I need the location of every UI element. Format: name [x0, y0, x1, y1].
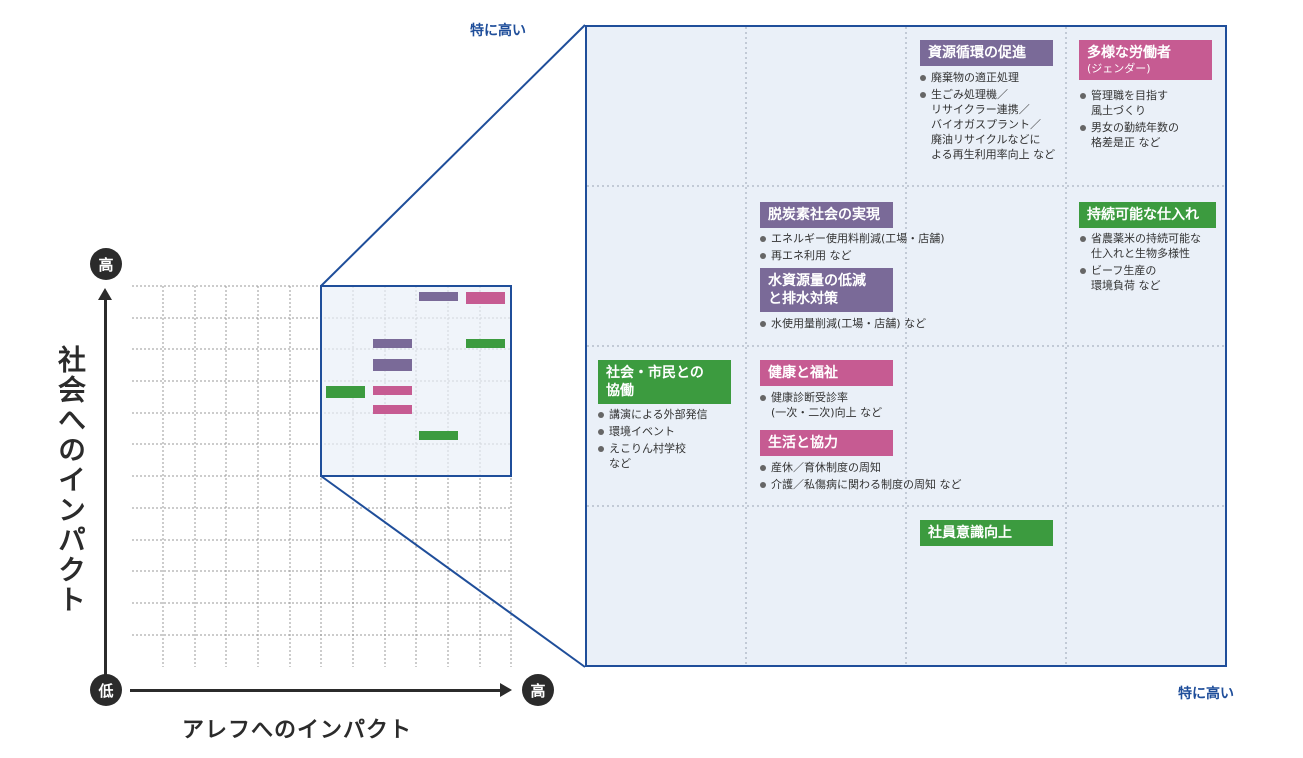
y-axis [104, 298, 107, 676]
mini-bar-workers [466, 292, 505, 304]
mini-bar-decarbon [373, 339, 412, 348]
zoom-region [320, 285, 512, 477]
list-item: エネルギー使用料削減(工場・店舗) [760, 231, 1000, 246]
list-item: 管理職を目指す 風土づくり [1080, 88, 1220, 118]
y-axis-label: 社会へのインパクト [54, 345, 87, 615]
tag-society-collaboration: 社会・市民との 協働 [598, 360, 731, 404]
origin-low-badge: 低 [90, 674, 122, 706]
list-item: 省農薬米の持続可能な 仕入れと生物多様性 [1080, 231, 1225, 261]
zoom-connector-top [320, 24, 586, 287]
list-item: えこりん村学校 など [598, 441, 743, 471]
tag-decarbonization: 脱炭素社会の実現 [760, 202, 893, 228]
x-axis [130, 689, 502, 692]
mini-bar-health [373, 386, 412, 395]
list-society-collaboration: 講演による外部発信 環境イベント えこりん村学校 など [598, 407, 743, 473]
list-item: ビーフ生産の 環境負荷 など [1080, 263, 1225, 293]
tag-diverse-workers: 多様な労働者 (ジェンダー) [1079, 40, 1212, 80]
mini-bar-life [373, 405, 412, 414]
list-item: 講演による外部発信 [598, 407, 743, 422]
list-item: 生ごみ処理機／ リサイクラー連携／ バイオガスプラント／ 廃油リサイクルなどに … [920, 87, 1080, 162]
tag-life-cooperation: 生活と協力 [760, 430, 893, 456]
x-high-badge: 高 [522, 674, 554, 706]
list-decarbonization: エネルギー使用料削減(工場・店舗) 再エネ利用 など [760, 231, 1000, 265]
list-item: 水使用量削減(工場・店舗) など [760, 316, 1000, 331]
list-item: 廃棄物の適正処理 [920, 70, 1080, 85]
list-diverse-workers: 管理職を目指す 風土づくり 男女の勤続年数の 格差是正 など [1080, 88, 1220, 152]
tag-resource-cycle: 資源循環の促進 [920, 40, 1053, 66]
list-health-welfare: 健康診断受診率 (一次・二次)向上 など [760, 390, 960, 422]
tag-health-welfare: 健康と福祉 [760, 360, 893, 386]
zoom-right-label: 特に高い [1178, 686, 1234, 702]
list-item: 環境イベント [598, 424, 743, 439]
list-sustainable-sourcing: 省農薬米の持続可能な 仕入れと生物多様性 ビーフ生産の 環境負荷 など [1080, 231, 1225, 295]
list-life-cooperation: 産休／育休制度の周知 介護／私傷病に関わる制度の周知 など [760, 460, 1040, 494]
x-axis-arrow [500, 683, 512, 697]
mini-bar-water [373, 359, 412, 371]
tag-sustainable-sourcing: 持続可能な仕入れ [1079, 202, 1216, 228]
mini-bar-sourcing [466, 339, 505, 348]
list-item: 男女の勤続年数の 格差是正 など [1080, 120, 1220, 150]
zoom-connector-bottom [320, 475, 586, 668]
y-high-badge: 高 [90, 248, 122, 280]
tag-diverse-workers-title: 多様な労働者 [1087, 45, 1171, 61]
mini-bar-resource [419, 292, 458, 301]
list-item: 介護／私傷病に関わる制度の周知 など [760, 477, 1040, 492]
list-item: 再エネ利用 など [760, 248, 1000, 263]
list-item: 健康診断受診率 (一次・二次)向上 など [760, 390, 960, 420]
list-water-resources: 水使用量削減(工場・店舗) など [760, 316, 1000, 333]
list-resource-cycle: 廃棄物の適正処理 生ごみ処理機／ リサイクラー連携／ バイオガスプラント／ 廃油… [920, 70, 1080, 164]
mini-bar-society [326, 386, 365, 398]
x-axis-label: アレフへのインパクト [182, 718, 413, 743]
y-axis-arrow [98, 288, 112, 300]
tag-employee-awareness: 社員意識向上 [920, 520, 1053, 546]
mini-bar-awareness [419, 431, 458, 440]
tag-water-resources: 水資源量の低減 と排水対策 [760, 268, 893, 312]
tag-diverse-workers-subtitle: (ジェンダー) [1087, 62, 1151, 75]
list-item: 産休／育休制度の周知 [760, 460, 1040, 475]
zoom-top-label: 特に高い [470, 23, 526, 39]
